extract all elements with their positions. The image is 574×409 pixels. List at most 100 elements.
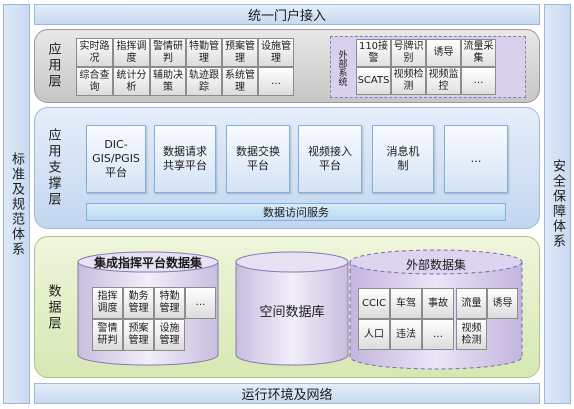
app-module-label: …	[271, 75, 281, 87]
app-module-cell: 统计分析	[113, 67, 150, 96]
app-module-label: 辅助决策	[153, 69, 183, 93]
external-db-cell: 车驾	[390, 288, 422, 319]
app-module-cell: 综合查询	[76, 67, 113, 96]
runtime-network-label: 运行环境及网络	[241, 388, 333, 403]
application-layer-title: 应用层	[45, 42, 61, 90]
app-module-cell: 警情研判	[150, 38, 186, 67]
external-db-cell: 诱导	[487, 288, 518, 319]
runtime-network-bar: 运行环境及网络	[34, 383, 540, 404]
integrated-db-label: 预案管理	[128, 323, 149, 346]
data-access-service-label: 数据访问服务	[263, 206, 329, 219]
app-module-cell: 轨迹跟踪	[186, 67, 222, 96]
external-system-cell: 诱导	[426, 39, 461, 67]
app-module-cell: …	[258, 67, 294, 96]
external-db-label: 流量	[461, 297, 482, 309]
external-system-cell: 流量采集	[461, 39, 496, 67]
external-systems-title-box: 外部系统	[332, 40, 352, 96]
data-layer-title: 数据层	[45, 284, 61, 332]
external-db-label: CCIC	[362, 297, 386, 309]
platform-label: 消息机制	[386, 145, 420, 172]
app-module-label: 轨迹跟踪	[189, 69, 219, 93]
external-db-label: 车驾	[396, 297, 416, 309]
external-db-title-text: 外部数据集	[405, 257, 466, 272]
app-module-cell: 指挥调度	[113, 38, 150, 67]
platform-box: DIC-GIS/PGIS平台	[86, 125, 146, 193]
support-layer-title-box: 应用支撑层	[40, 114, 66, 222]
integrated-db-label: 指挥调度	[97, 291, 118, 314]
app-module-label: 警情研判	[153, 40, 183, 64]
integrated-db-cell: 指挥调度	[92, 287, 123, 319]
support-layer-title: 应用支撑层	[45, 128, 61, 208]
platform-label: 视频接入平台	[308, 145, 352, 172]
platform-box: …	[444, 125, 508, 193]
portal-access-bar: 统一门户接入	[34, 4, 540, 25]
platform-box: 数据请求共享平台	[154, 125, 216, 193]
application-layer-title-box: 应用层	[40, 34, 66, 98]
external-db-title: 外部数据集	[380, 256, 492, 272]
app-module-label: 设施管理	[261, 40, 291, 64]
platform-label: 数据交换平台	[236, 145, 280, 172]
external-system-label: 110接警	[358, 41, 389, 64]
external-system-label: …	[473, 75, 484, 86]
external-system-cell: 视频检测	[391, 67, 426, 95]
app-module-label: 实时路况	[79, 40, 110, 64]
integrated-db-cell: 设施管理	[154, 319, 185, 351]
platform-box: 数据交换平台	[226, 125, 290, 193]
external-db-cell: 事故	[422, 288, 454, 319]
app-module-label: 系统管理	[225, 69, 255, 93]
external-db-cell: 违法	[390, 319, 422, 350]
app-module-cell: 预案管理	[222, 38, 258, 67]
app-module-label: 统计分析	[116, 69, 147, 93]
external-system-label: SCATS	[357, 75, 390, 86]
platform-label: 数据请求共享平台	[163, 145, 207, 172]
integrated-db-label: …	[195, 297, 206, 308]
app-module-cell: 设施管理	[258, 38, 294, 67]
integrated-db-cell: …	[185, 287, 216, 319]
external-db-cell: 人口	[358, 319, 390, 350]
security-side-bar: 安全保障体系	[544, 4, 571, 404]
external-system-label: 视频检测	[393, 69, 424, 92]
spatial-db-cylinder	[235, 251, 349, 366]
external-system-cell: 视频监控	[426, 67, 461, 95]
integrated-db-label: 设施管理	[159, 323, 180, 346]
external-system-grid: 110接警 号牌识别 诱导 流量采集 SCATS 视频检测 视频监控 …	[356, 39, 496, 95]
app-module-cell: 特勤管理	[186, 38, 222, 67]
integrated-db-cell: 勤务管理	[123, 287, 154, 319]
data-access-service-bar: 数据访问服务	[86, 203, 506, 221]
external-db-cell: …	[422, 319, 454, 350]
external-system-label: 诱导	[433, 47, 454, 58]
integrated-db-label: 警情研判	[97, 323, 118, 346]
platform-label: …	[470, 152, 482, 165]
integrated-db-label: 特勤管理	[159, 291, 180, 314]
app-module-cell: 系统管理	[222, 67, 258, 96]
external-db-cell: 流量	[456, 288, 487, 319]
app-module-cell: 实时路况	[76, 38, 113, 67]
spatial-db-title: 空间数据库	[236, 300, 348, 320]
integrated-db-title: 集成指挥平台数据集	[84, 254, 212, 270]
external-db-label: 人口	[364, 328, 384, 340]
external-system-cell: …	[461, 67, 496, 95]
standards-label: 标准及规范体系	[9, 151, 24, 257]
integrated-db-cell: 预案管理	[123, 319, 154, 351]
integrated-db-title-text: 集成指挥平台数据集	[93, 255, 202, 270]
platform-box: 视频接入平台	[298, 125, 362, 193]
spatial-db-title-text: 空间数据库	[259, 304, 325, 320]
external-db-cell: 视频检测	[456, 319, 487, 350]
app-module-grid: 实时路况 指挥调度 警情研判 特勤管理 预案管理 设施管理 综合查询 统计分析 …	[76, 38, 294, 96]
standards-side-bar: 标准及规范体系	[3, 4, 30, 404]
external-db-label: 违法	[396, 328, 416, 340]
app-module-label: 预案管理	[225, 40, 255, 64]
external-db-cell: CCIC	[358, 288, 390, 319]
security-label: 安全保障体系	[550, 159, 565, 249]
external-system-cell: SCATS	[356, 67, 391, 95]
external-db-grid: CCIC 车驾 事故 流量 诱导 人口 违法 … 视频检测	[358, 288, 518, 352]
external-system-label: 流量采集	[463, 41, 494, 64]
app-module-label: 特勤管理	[189, 40, 219, 64]
external-db-label: 视频检测	[461, 322, 482, 346]
external-systems-title: 外部系统	[336, 50, 347, 86]
integrated-db-label: 勤务管理	[128, 291, 149, 314]
integrated-db-cell: 特勤管理	[154, 287, 185, 319]
platform-label: DIC-GIS/PGIS平台	[92, 138, 140, 179]
integrated-db-grid: 指挥调度 勤务管理 特勤管理 … 警情研判 预案管理 设施管理	[92, 287, 216, 351]
external-db-label: 诱导	[492, 297, 513, 309]
